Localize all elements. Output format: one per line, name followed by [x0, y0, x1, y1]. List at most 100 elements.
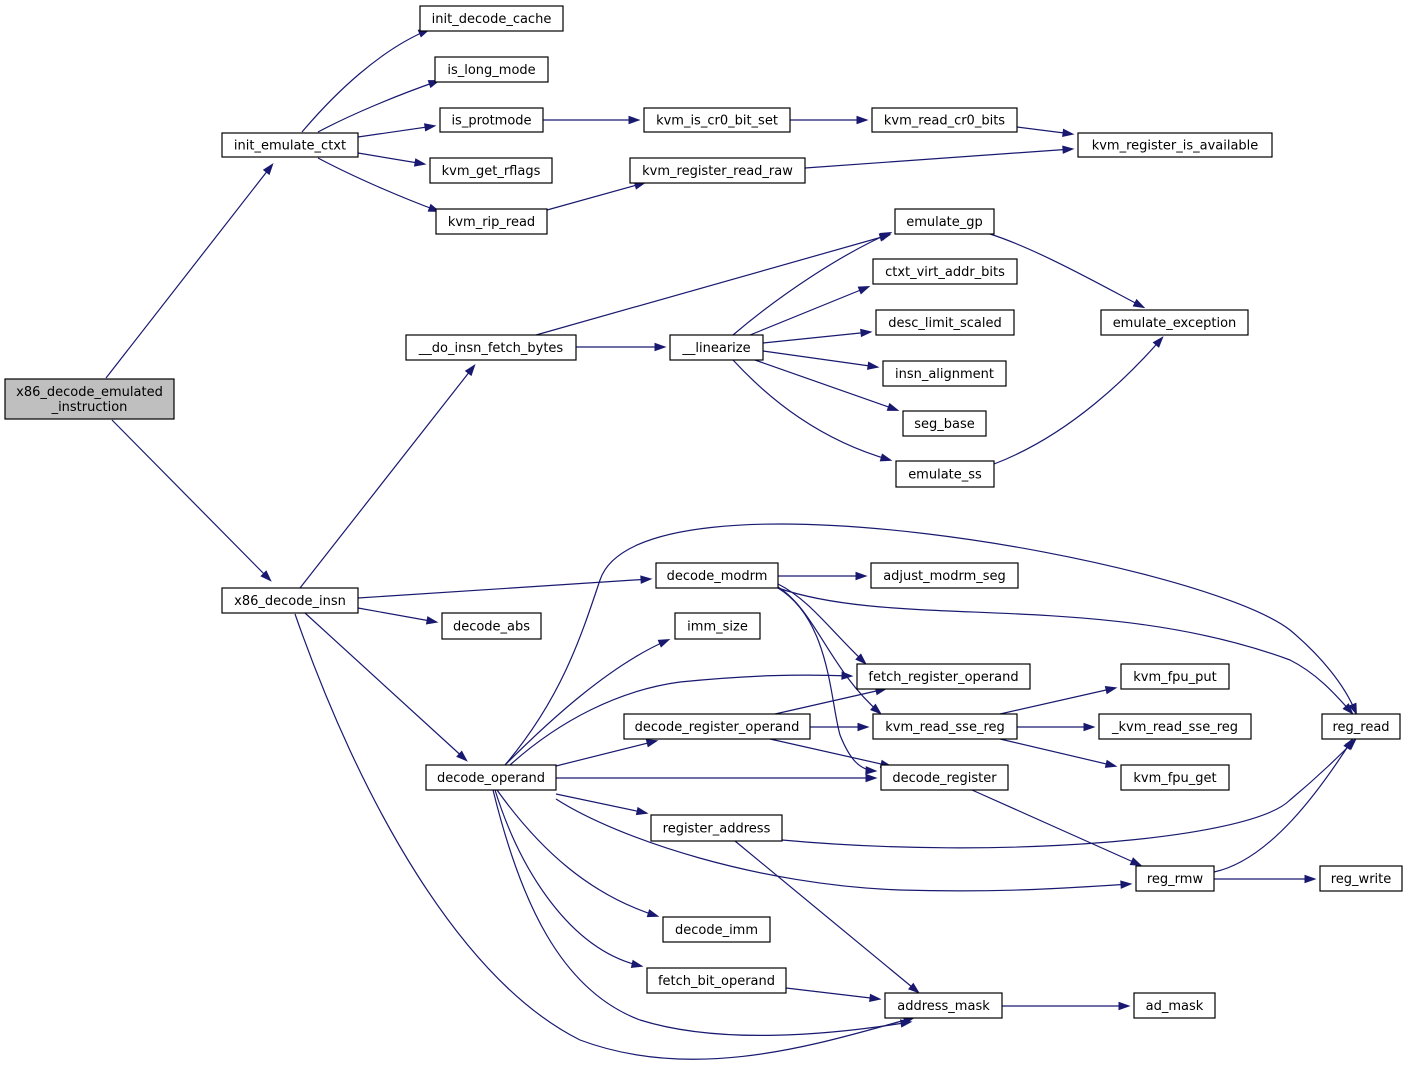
node-kvm-is-cr0-bit-set[interactable]: kvm_is_cr0_bit_set [643, 107, 791, 133]
node-label: adjust_modrm_seg [883, 569, 1006, 584]
node-box[interactable] [1120, 663, 1230, 690]
node-decode-imm[interactable]: decode_imm [662, 916, 771, 943]
node-box[interactable] [662, 916, 771, 943]
node-kvm-read-cr0-bits[interactable]: kvm_read_cr0_bits [871, 107, 1018, 133]
node-box[interactable] [1100, 309, 1249, 336]
node-box[interactable] [884, 992, 1003, 1019]
node-reg-rmw[interactable]: reg_rmw [1135, 865, 1215, 892]
node-box[interactable] [629, 157, 806, 184]
node-box[interactable] [856, 663, 1031, 690]
node-address-mask[interactable]: address_mask [884, 992, 1003, 1019]
node-do-insn-fetch-bytes[interactable]: __do_insn_fetch_bytes [405, 334, 577, 361]
node-box[interactable] [1135, 865, 1215, 892]
node-box[interactable] [221, 132, 359, 158]
node-reg-read[interactable]: reg_read [1321, 713, 1401, 740]
node-box[interactable] [674, 612, 761, 640]
node-box[interactable] [623, 713, 811, 740]
edge-x86-decode-insn-to-decode-abs [357, 607, 439, 625]
node-box[interactable] [434, 56, 549, 83]
node-insn-alignment[interactable]: insn_alignment [882, 360, 1007, 387]
node-decode-register-operand[interactable]: decode_register_operand [623, 713, 811, 740]
node-linearize[interactable]: __linearize [669, 334, 764, 361]
edge-line [494, 789, 642, 967]
node-kvm-get-rflags[interactable]: kvm_get_rflags [429, 157, 553, 184]
node-box[interactable] [902, 410, 987, 437]
edge-kvm-read-sse-reg-to-kvm-fpu-get [999, 738, 1118, 768]
arrowhead-icon [425, 616, 439, 625]
node-label: _kvm_read_sse_reg [1111, 720, 1238, 735]
node-fetch-bit-operand[interactable]: fetch_bit_operand [646, 967, 787, 994]
node-init-decode-cache[interactable]: init_decode_cache [419, 5, 564, 32]
node-box[interactable] [880, 764, 1009, 791]
node-ad-mask[interactable]: ad_mask [1133, 992, 1216, 1019]
arrowhead-icon [1152, 336, 1164, 348]
node-label: is_long_mode [447, 63, 535, 78]
node-box[interactable] [1120, 764, 1230, 791]
node-decode-register[interactable]: decode_register [880, 764, 1009, 791]
node-decode-operand[interactable]: decode_operand [425, 764, 557, 791]
node-emulate-exception[interactable]: emulate_exception [1100, 309, 1249, 336]
node-box[interactable] [425, 764, 557, 791]
node-imm-size[interactable]: imm_size [674, 612, 761, 640]
node-kvm-read-sse-reg[interactable]: _kvm_read_sse_reg [1098, 713, 1252, 740]
node-box[interactable] [669, 334, 764, 361]
node-is-long-mode[interactable]: is_long_mode [434, 56, 549, 83]
node-label: emulate_ss [908, 468, 982, 483]
node-box[interactable] [643, 107, 791, 133]
node-box[interactable] [871, 107, 1018, 133]
node-seg-base[interactable]: seg_base [902, 410, 987, 437]
node-box[interactable] [221, 587, 359, 614]
node-box[interactable] [405, 334, 577, 361]
node-kvm-fpu-get[interactable]: kvm_fpu_get [1120, 764, 1230, 791]
edge-kvm-read-cr0-bits-to-kvm-register-is-available [1016, 126, 1075, 137]
node-box[interactable] [872, 258, 1018, 285]
arrowhead-icon [1120, 880, 1133, 889]
edge-emulate-gp-to-emulate-exception [989, 233, 1146, 309]
node-emulate-ss[interactable]: emulate_ss [895, 460, 995, 488]
node-decode-abs[interactable]: decode_abs [441, 612, 542, 640]
node-box[interactable] [419, 5, 564, 32]
node-box[interactable] [895, 460, 995, 488]
node-box[interactable] [646, 967, 787, 994]
node-box[interactable] [429, 157, 553, 184]
node-desc-limit-scaled[interactable]: desc_limit_scaled [875, 309, 1015, 336]
node-box[interactable] [882, 360, 1007, 387]
node-box[interactable] [441, 612, 542, 640]
node-box[interactable] [435, 208, 548, 235]
node-reg-write[interactable]: reg_write [1319, 865, 1403, 892]
node-box[interactable] [1077, 132, 1273, 158]
node-box[interactable] [439, 107, 544, 133]
node-box[interactable] [1319, 865, 1403, 892]
node-emulate-gp[interactable]: emulate_gp [894, 208, 995, 235]
node-box[interactable] [655, 562, 779, 589]
node-label: emulate_gp [906, 215, 983, 230]
node-box[interactable] [650, 814, 783, 842]
node-box[interactable] [870, 562, 1019, 589]
node-kvm-register-is-available[interactable]: kvm_register_is_available [1077, 132, 1273, 158]
edge-line [357, 607, 437, 623]
node-box[interactable] [1098, 713, 1252, 740]
arrowhead-icon [1348, 702, 1357, 716]
node-label: decode_operand [437, 771, 545, 786]
node-box[interactable] [4, 378, 175, 420]
node-ctxt-virt-addr-bits[interactable]: ctxt_virt_addr_bits [872, 258, 1018, 285]
node-decode-modrm[interactable]: decode_modrm [655, 562, 779, 589]
node-adjust-modrm-seg[interactable]: adjust_modrm_seg [870, 562, 1019, 589]
node-label: register_address [663, 822, 771, 837]
node-register-address[interactable]: register_address [650, 814, 783, 842]
node-kvm-fpu-put[interactable]: kvm_fpu_put [1120, 663, 1230, 690]
node-x86-decode-insn[interactable]: x86_decode_insn [221, 587, 359, 614]
node-box[interactable] [894, 208, 995, 235]
node-kvm-read-sse-reg[interactable]: kvm_read_sse_reg [872, 713, 1018, 740]
node-is-protmode[interactable]: is_protmode [439, 107, 544, 133]
node-box[interactable] [1321, 713, 1401, 740]
node-init-emulate-ctxt[interactable]: init_emulate_ctxt [221, 132, 359, 158]
node-kvm-register-read-raw[interactable]: kvm_register_read_raw [629, 157, 806, 184]
node-x86-decode-emulated-instruction[interactable]: x86_decode_emulated_instruction [4, 378, 175, 420]
node-kvm-rip-read[interactable]: kvm_rip_read [435, 208, 548, 235]
node-box[interactable] [875, 309, 1015, 336]
arrowhead-icon [1104, 759, 1118, 768]
node-box[interactable] [872, 713, 1018, 740]
node-box[interactable] [1133, 992, 1216, 1019]
node-fetch-register-operand[interactable]: fetch_register_operand [856, 663, 1031, 690]
